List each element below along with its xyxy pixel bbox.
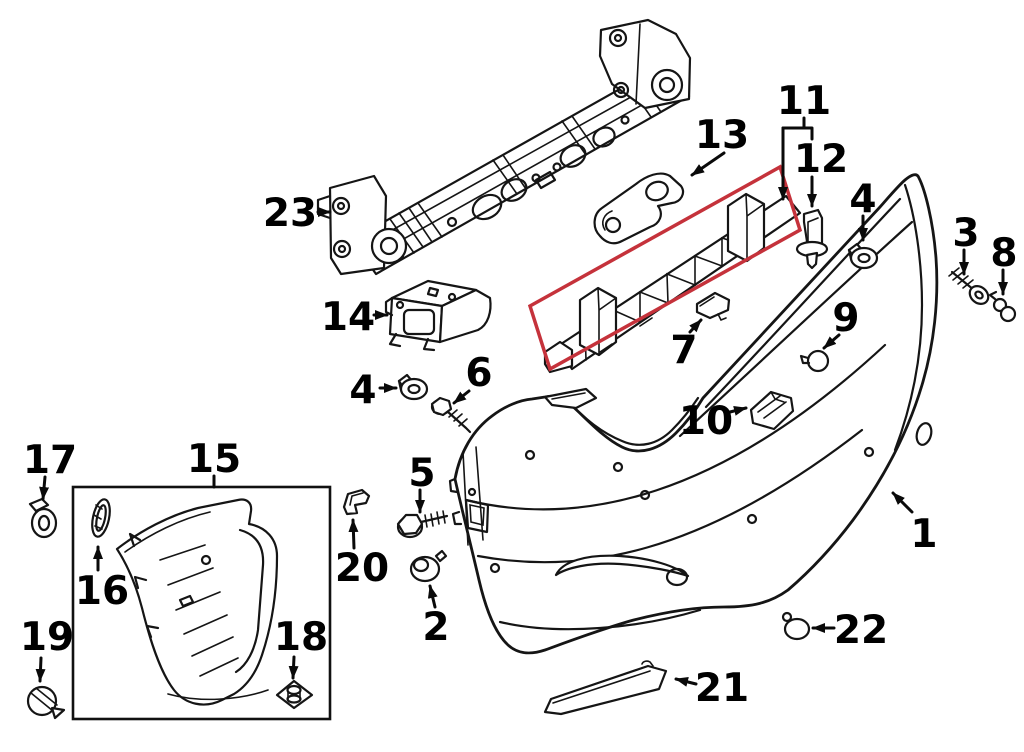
grommet-2-drawing xyxy=(409,549,448,583)
callout-20-label[interactable]: 20 xyxy=(335,546,389,591)
callout-2[interactable]: 2 xyxy=(422,584,450,650)
callout-8[interactable]: 8 xyxy=(990,231,1018,296)
callout-15[interactable]: 15 xyxy=(187,437,241,489)
screw-6-drawing xyxy=(430,396,472,434)
clip-18-drawing xyxy=(275,679,314,710)
callout-1[interactable]: 1 xyxy=(891,491,938,557)
callout-23-label[interactable]: 23 xyxy=(263,191,317,236)
callout-16-label[interactable]: 16 xyxy=(75,569,129,614)
callout-13[interactable]: 13 xyxy=(690,113,749,177)
callout-21-label[interactable]: 21 xyxy=(695,666,749,711)
callout-5-label[interactable]: 5 xyxy=(408,451,435,496)
callout-17-label[interactable]: 17 xyxy=(23,438,77,483)
callout-4-left-label[interactable]: 4 xyxy=(349,368,376,413)
inset-box xyxy=(71,485,332,721)
callout-4-right-label[interactable]: 4 xyxy=(849,177,876,222)
bracket-13-drawing xyxy=(593,172,685,245)
callout-23[interactable]: 23 xyxy=(263,191,332,236)
callout-20[interactable]: 20 xyxy=(335,518,389,591)
callout-10-label[interactable]: 10 xyxy=(679,399,733,444)
highlight-box xyxy=(527,164,803,372)
nut-4-left-drawing xyxy=(397,373,429,401)
callout-16[interactable]: 16 xyxy=(75,545,129,614)
callout-11-label[interactable]: 11 xyxy=(777,79,831,124)
callout-21[interactable]: 21 xyxy=(674,666,749,711)
clip-8-drawing xyxy=(988,290,1017,323)
callout-18-label[interactable]: 18 xyxy=(274,615,328,660)
callout-9[interactable]: 9 xyxy=(822,296,860,350)
nut-4-right-drawing xyxy=(847,242,879,270)
callout-5[interactable]: 5 xyxy=(408,451,436,514)
callout-15-label[interactable]: 15 xyxy=(187,437,241,482)
callout-17[interactable]: 17 xyxy=(23,438,77,501)
callout-19-label[interactable]: 19 xyxy=(20,615,74,660)
bracket-14-drawing xyxy=(384,279,492,352)
callout-19[interactable]: 19 xyxy=(20,615,74,683)
callout-14[interactable]: 14 xyxy=(321,295,389,340)
clip-7-drawing xyxy=(695,291,731,322)
callout-4-left[interactable]: 4 xyxy=(349,368,398,413)
callout-12[interactable]: 12 xyxy=(794,137,848,208)
callout-22-label[interactable]: 22 xyxy=(834,608,888,653)
bracket-10-drawing xyxy=(749,390,795,431)
pushpin-12-drawing xyxy=(795,208,829,270)
callout-10[interactable]: 10 xyxy=(679,399,748,444)
callout-2-label[interactable]: 2 xyxy=(422,605,449,650)
callout-18[interactable]: 18 xyxy=(274,615,328,680)
callout-3-label[interactable]: 3 xyxy=(952,211,979,256)
bumper-cover-drawing xyxy=(448,173,939,655)
callout-3[interactable]: 3 xyxy=(952,211,980,276)
clip-20-drawing xyxy=(342,488,371,516)
protector-15-drawing xyxy=(71,485,332,721)
callout-14-label[interactable]: 14 xyxy=(321,295,375,340)
cap-22-drawing xyxy=(781,611,811,641)
retainer-7-drawing xyxy=(543,192,802,374)
callout-7-label[interactable]: 7 xyxy=(670,328,697,373)
callout-22[interactable]: 22 xyxy=(811,608,888,653)
bolt-5-drawing xyxy=(396,510,449,539)
callout-8-label[interactable]: 8 xyxy=(990,231,1017,276)
clip-19-drawing xyxy=(26,685,66,720)
grommet-9-drawing xyxy=(799,349,830,373)
clip-17-drawing xyxy=(28,497,58,539)
callout-6-label[interactable]: 6 xyxy=(465,351,492,396)
callout-4-right[interactable]: 4 xyxy=(849,177,877,242)
callout-7[interactable]: 7 xyxy=(670,318,703,373)
reflector-21-drawing xyxy=(543,660,668,716)
retainer-16-drawing xyxy=(91,498,111,538)
callout-12-label[interactable]: 12 xyxy=(794,137,848,182)
callout-6[interactable]: 6 xyxy=(452,351,493,405)
callout-9-label[interactable]: 9 xyxy=(832,296,859,341)
callout-11[interactable]: 11 xyxy=(777,79,831,201)
callout-1-label[interactable]: 1 xyxy=(910,512,937,557)
screw-3-drawing xyxy=(948,267,990,305)
callout-13-label[interactable]: 13 xyxy=(695,113,749,158)
